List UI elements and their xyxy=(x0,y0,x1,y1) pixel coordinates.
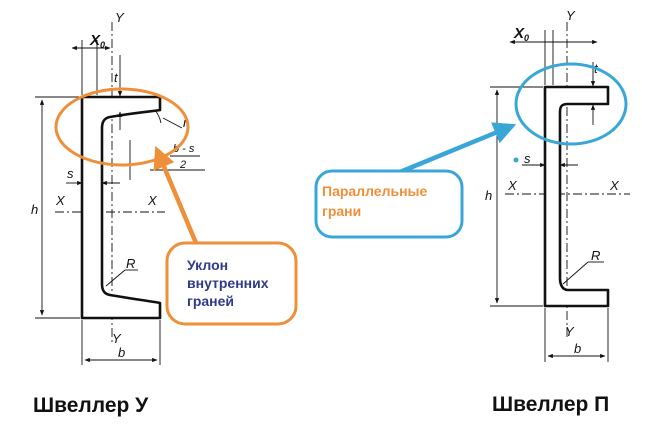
left-channel-profile xyxy=(80,95,162,320)
parallel-highlight-ellipse xyxy=(514,62,628,146)
right-R-leader xyxy=(562,261,589,285)
left-R-label: R xyxy=(126,256,135,271)
right-channel-drawing: Y Y X X X0 t s h R b Ш xyxy=(485,8,630,416)
right-caption: Швеллер П xyxy=(492,393,609,416)
right-x-axis-right-label: X xyxy=(609,178,620,193)
slope-callout-line2: внутренних xyxy=(187,275,269,291)
slope-callout-arrow xyxy=(153,145,199,244)
left-channel-drawing: Y Y X X X0 t r b - s 2 s xyxy=(31,10,205,417)
right-s-label: s xyxy=(524,151,531,166)
left-s-label: s xyxy=(67,166,74,181)
right-y-axis-top-label: Y xyxy=(566,8,576,23)
slope-callout-box xyxy=(165,241,298,326)
right-y-axis-bottom-label: Y xyxy=(565,324,575,339)
right-x-axis-left-label: X xyxy=(507,178,518,193)
left-h-label: h xyxy=(31,202,38,217)
left-bs2-denominator: 2 xyxy=(179,159,186,171)
left-t-label: t xyxy=(114,70,119,85)
right-marker-dot xyxy=(513,157,519,163)
left-x-axis-right-label: X xyxy=(147,193,158,208)
left-y-axis-top-label: Y xyxy=(115,10,125,25)
left-y-axis-bottom-label: Y xyxy=(112,331,122,346)
parallel-callout-arrow xyxy=(399,122,517,175)
left-r-leader xyxy=(162,117,183,129)
slope-callout-line3: граней xyxy=(187,293,234,309)
parallel-callout-line1: Параллельные xyxy=(322,183,427,199)
parallel-callout-box xyxy=(314,169,464,239)
right-channel-profile xyxy=(543,85,610,308)
slope-callout-line1: Уклон xyxy=(187,257,228,273)
left-x-axis-left-label: X xyxy=(55,193,66,208)
left-caption: Швеллер У xyxy=(33,394,149,417)
right-b-label: b xyxy=(574,341,581,356)
left-b-label: b xyxy=(118,345,125,360)
left-x0-label: X0 xyxy=(89,32,105,50)
parallel-callout: Параллельные грани xyxy=(314,62,628,239)
left-R-leader xyxy=(105,269,126,287)
right-x0-label: X0 xyxy=(513,25,529,43)
left-r-label: r xyxy=(183,115,188,130)
parallel-callout-line2: грани xyxy=(322,203,361,219)
right-R-label: R xyxy=(591,248,600,263)
slope-highlight-ellipse xyxy=(54,87,190,167)
slope-callout: Уклон внутренних граней xyxy=(54,87,298,326)
left-root-radius-hint xyxy=(154,109,162,124)
right-h-label: h xyxy=(485,188,492,203)
